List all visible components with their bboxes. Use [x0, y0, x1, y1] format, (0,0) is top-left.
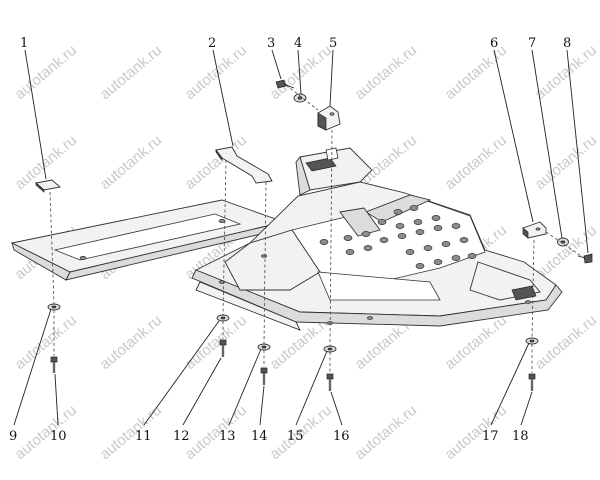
bracket-part-6 — [522, 221, 547, 239]
perforation-hole — [377, 219, 387, 225]
perforation-hole — [423, 245, 433, 251]
callout-7: 7 — [528, 36, 536, 51]
callout-5: 5 — [329, 36, 337, 51]
assembly-axes — [49, 84, 585, 373]
washer-part-4 — [293, 93, 307, 103]
callout-4: 4 — [294, 36, 302, 51]
watermark-text: autotank.ru — [97, 42, 165, 103]
perforation-hole — [441, 241, 451, 247]
watermark-text: autotank.ru — [182, 312, 250, 373]
perforation-hole — [413, 219, 423, 225]
watermark-text: autotank.ru — [97, 402, 165, 463]
perforation-hole — [397, 233, 407, 239]
perforation-hole — [409, 205, 419, 211]
watermark-text: autotank.ru — [352, 42, 420, 103]
callout-17: 17 — [482, 429, 499, 444]
callout-12: 12 — [173, 429, 190, 444]
bolt-part-14 — [260, 367, 268, 385]
bolt-part-18 — [528, 373, 536, 391]
washer-part-11 — [216, 314, 230, 322]
leader-lines — [13, 49, 589, 426]
callout-8: 8 — [563, 36, 571, 51]
callout-3: 3 — [267, 36, 275, 51]
callout-11: 11 — [135, 429, 152, 444]
perforation-hole — [405, 249, 415, 255]
perforation-hole — [345, 249, 355, 255]
watermark-text: autotank.ru — [532, 132, 600, 193]
washer-part-15 — [323, 345, 337, 353]
watermark-text: autotank.ru — [12, 312, 80, 373]
callout-13: 13 — [219, 429, 236, 444]
perforation-hole — [361, 231, 371, 237]
bolt-part-16 — [326, 373, 334, 391]
watermark-text: autotank.ru — [532, 312, 600, 373]
perforation-hole — [393, 209, 403, 215]
callout-2: 2 — [208, 36, 216, 51]
left-side-plate — [10, 199, 286, 281]
bolt-part-10 — [50, 356, 58, 373]
callout-14: 14 — [251, 429, 268, 444]
washer-part-9 — [47, 303, 61, 311]
main-skid-plate — [191, 147, 563, 331]
perforation-hole — [415, 229, 425, 235]
watermark-text: autotank.ru — [352, 402, 420, 463]
callout-15: 15 — [287, 429, 304, 444]
perforation-hole — [319, 239, 329, 245]
callout-9: 9 — [9, 429, 17, 444]
perforation-hole — [433, 259, 443, 265]
watermark-text: autotank.ru — [97, 312, 165, 373]
washer-part-17 — [525, 337, 539, 345]
callout-16: 16 — [333, 429, 350, 444]
callout-1: 1 — [20, 36, 28, 51]
bracket-part-2 — [215, 146, 273, 184]
perforation-hole — [415, 263, 425, 269]
bracket-part-5 — [317, 105, 341, 131]
washer-part-13 — [257, 343, 271, 351]
perforation-hole — [451, 255, 461, 261]
perforation-hole — [433, 225, 443, 231]
callout-10: 10 — [50, 429, 67, 444]
watermark-text: autotank.ru — [97, 132, 165, 193]
perforation-hole — [395, 223, 405, 229]
washer-part-7 — [557, 237, 569, 247]
perforation-hole — [467, 253, 477, 259]
bracket-part-1 — [35, 179, 61, 193]
watermark-text: autotank.ru — [182, 402, 250, 463]
perforation-hole — [431, 215, 441, 221]
bolt-part-3 — [275, 79, 295, 89]
perforation-hole — [379, 237, 389, 243]
watermark-text: autotank.ru — [442, 402, 510, 463]
perforation-hole — [459, 237, 469, 243]
callout-6: 6 — [490, 36, 498, 51]
perforation-hole — [363, 245, 373, 251]
watermark-text: autotank.ru — [12, 402, 80, 463]
callout-18: 18 — [512, 429, 529, 444]
watermark-text: autotank.ru — [442, 132, 510, 193]
callout-labels: 1 2 3 4 5 6 7 8 9 10 11 12 13 14 15 16 1… — [9, 36, 571, 444]
watermark-text: autotank.ru — [442, 42, 510, 103]
bolt-part-12 — [219, 339, 227, 357]
perforation-hole — [451, 223, 461, 229]
perforation-hole — [343, 235, 353, 241]
